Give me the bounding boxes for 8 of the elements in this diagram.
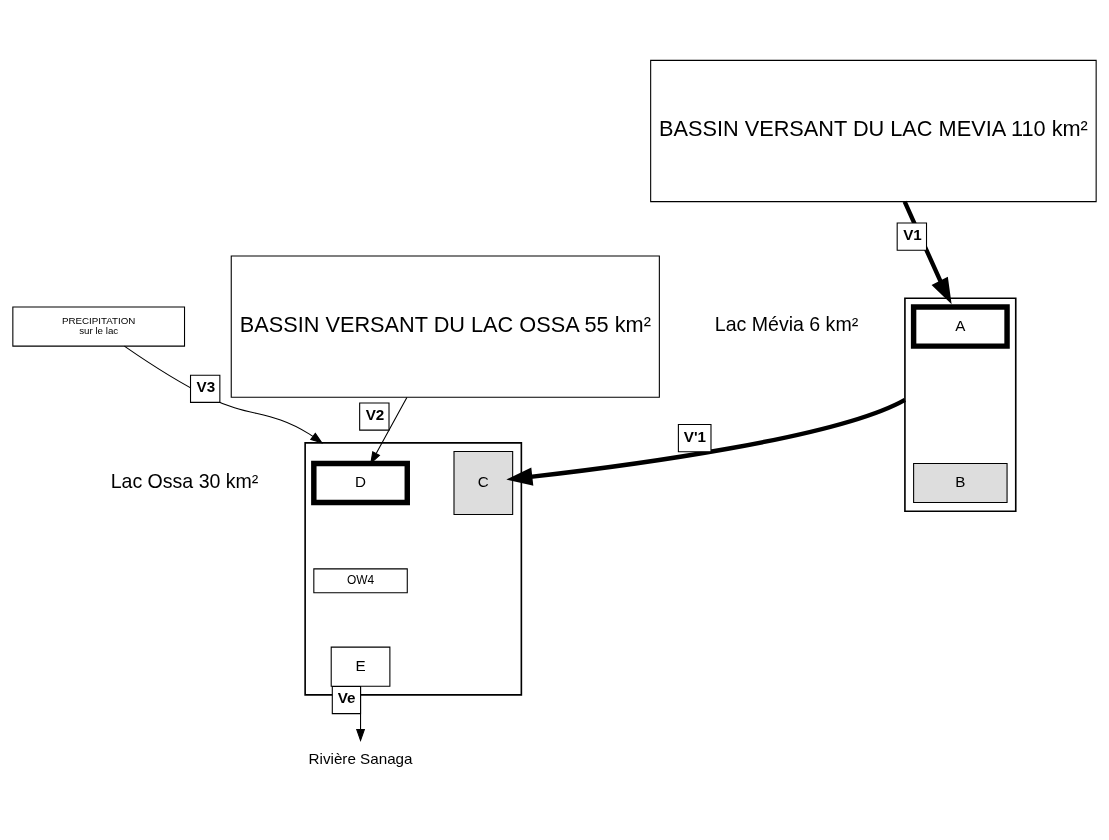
node-label: Lac Ossa 30 km² bbox=[110, 469, 259, 492]
edge-label: V2 bbox=[365, 406, 385, 424]
node-text: Rivière Sanaga bbox=[308, 750, 413, 768]
edge-label: Ve bbox=[337, 689, 356, 707]
node-label: Lac Mévia 6 km² bbox=[714, 313, 859, 336]
edge-label: V1 bbox=[903, 226, 922, 244]
edge-label: V3 bbox=[196, 378, 216, 396]
edge-label: V'1 bbox=[683, 427, 707, 445]
